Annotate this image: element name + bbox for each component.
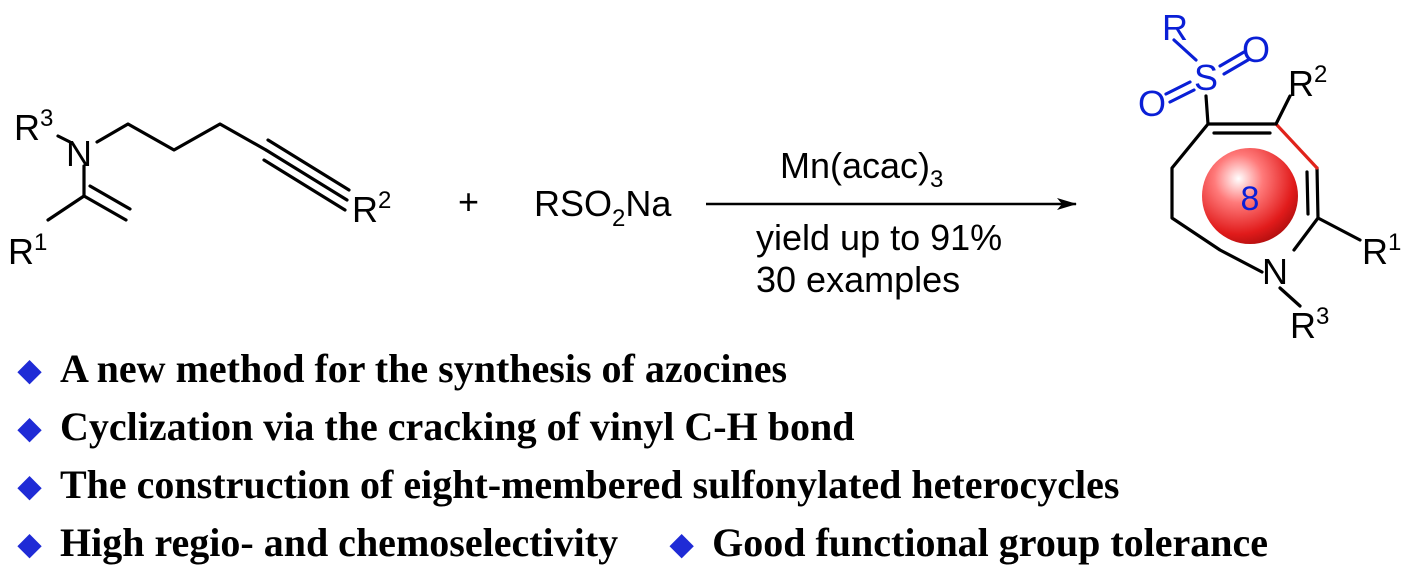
examples-label: 30 examples bbox=[756, 259, 960, 300]
bond-chain bbox=[95, 122, 268, 152]
diamond-bullet-icon: ◆ bbox=[18, 528, 42, 561]
yield-label: yield up to 91% bbox=[756, 217, 1002, 258]
highlight-text: Cyclization via the cracking of vinyl C-… bbox=[60, 404, 855, 449]
highlight-item: ◆ A new method for the synthesis of azoci… bbox=[18, 340, 1408, 398]
oxygen-label-2: O bbox=[1138, 83, 1166, 124]
highlight-text: Good functional group tolerance bbox=[712, 520, 1269, 565]
r2-label: R2 bbox=[352, 187, 391, 230]
sulfur-label: S bbox=[1194, 57, 1218, 98]
highlight-item: ◆ The construction of eight-membered sulf… bbox=[18, 456, 1408, 514]
sulfinate-reagent: RSO2Na bbox=[534, 183, 672, 232]
plus-sign: + bbox=[458, 181, 479, 222]
bond-s-c4 bbox=[1204, 94, 1210, 126]
product-n-label: N bbox=[1262, 251, 1288, 292]
highlights-list: ◆ A new method for the synthesis of azoci… bbox=[18, 340, 1408, 572]
bond-vinyl-double-2 bbox=[88, 184, 132, 211]
bond-n-r3 bbox=[56, 134, 72, 144]
product-r2-label: R2 bbox=[1288, 61, 1327, 104]
bond-n-r3 bbox=[1278, 286, 1302, 308]
ring-size-label: 8 bbox=[1241, 180, 1260, 218]
diamond-bullet-icon: ◆ bbox=[18, 470, 42, 503]
bond-c7-r1 bbox=[1316, 216, 1362, 242]
diamond-bullet-icon: ◆ bbox=[670, 528, 694, 561]
bond-c5-r2 bbox=[1274, 94, 1292, 126]
catalyst-label: Mn(acac)3 bbox=[780, 145, 943, 193]
product-r3-label: R3 bbox=[1290, 303, 1329, 346]
bond-triple bbox=[262, 138, 351, 212]
r1-label: R1 bbox=[8, 229, 47, 272]
bond-vinyl-r1 bbox=[46, 194, 86, 222]
bond-vinyl-double bbox=[82, 194, 128, 222]
ring-red-bond bbox=[1274, 122, 1319, 170]
n-label: N bbox=[66, 133, 92, 174]
product-azocine: R S O O 8 R2 R1 N R3 bbox=[1138, 7, 1401, 346]
highlight-text: The construction of eight-membered sulfo… bbox=[60, 462, 1120, 507]
oxygen-label-1: O bbox=[1242, 29, 1270, 70]
highlight-item: ◆ High regio- and chemoselectivity ◆ Good f… bbox=[18, 514, 1408, 572]
product-r1-label: R1 bbox=[1362, 229, 1401, 272]
r3-label: R3 bbox=[14, 105, 53, 148]
sulfonyl-group: R S O O bbox=[1138, 7, 1270, 124]
ring-size-ball bbox=[1202, 148, 1298, 244]
diamond-bullet-icon: ◆ bbox=[18, 354, 42, 387]
highlight-item: ◆ Cyclization via the cracking of vinyl C… bbox=[18, 398, 1408, 456]
ring-double-2 bbox=[1305, 170, 1310, 216]
highlight-text: A new method for the synthesis of azocin… bbox=[60, 346, 788, 391]
sulfonyl-r-label: R bbox=[1162, 7, 1188, 48]
reactant-enamine-alkyne: R3 N R1 R2 bbox=[8, 105, 391, 272]
diamond-bullet-icon: ◆ bbox=[18, 412, 42, 445]
highlight-text: High regio- and chemoselectivity bbox=[60, 520, 619, 565]
